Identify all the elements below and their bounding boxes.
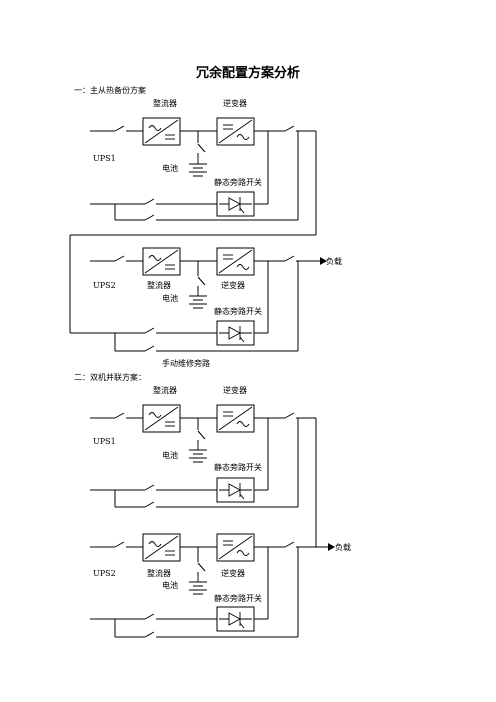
s1-inverter2-label: 逆变器	[221, 281, 245, 290]
s2-battery1-label: 电池	[162, 451, 178, 460]
s2-inverter2-label: 逆变器	[221, 569, 245, 578]
s1-load-arrow	[320, 257, 327, 265]
s1-bypass2-label: 静态旁路开关	[214, 307, 262, 316]
s1-load-label: 负载	[326, 257, 342, 266]
s2-inverter-label: 逆变器	[223, 386, 247, 395]
s2-inverter2	[216, 533, 255, 562]
s2-ups2-label: UPS2	[93, 569, 116, 578]
s1-ups1-unit	[69, 125, 317, 334]
s2-rectifier1	[142, 404, 181, 433]
s1-ups1-label: UPS1	[93, 154, 116, 163]
s2-ups1-label: UPS1	[93, 437, 116, 446]
s1-rectifier1	[142, 117, 181, 146]
s2-rectifier2	[142, 533, 181, 562]
s1-rectifier2-label: 整流器	[147, 281, 171, 290]
s2-bypass2-label: 静态旁路开关	[214, 594, 262, 603]
s1-battery2	[188, 289, 208, 309]
s1-static-switch2	[216, 320, 255, 346]
s2-battery2-label: 电池	[162, 581, 178, 590]
s2-ups1-unit	[90, 412, 317, 547]
s2-inverter1	[216, 404, 255, 433]
s2-static-switch2	[216, 606, 255, 632]
s2-bypass1-label: 静态旁路开关	[214, 463, 262, 472]
s1-bypass1-label: 静态旁路开关	[214, 178, 262, 187]
s1-rectifier-label: 整流器	[153, 99, 177, 108]
s1-rectifier2	[142, 247, 181, 276]
s2-load-label: 负载	[335, 543, 351, 552]
s1-inverter2	[216, 247, 255, 276]
s1-manual-bypass-label: 手动维修旁路	[162, 359, 210, 368]
page-title: 冗余配置方案分析	[195, 66, 300, 81]
s1-battery2-label: 电池	[162, 294, 178, 303]
s1-static-switch1	[216, 191, 255, 217]
s2-battery2	[188, 575, 208, 595]
s2-ups2-unit	[90, 541, 328, 638]
section2-heading: 二：双机并联方案：	[74, 373, 146, 382]
s1-inverter-label: 逆变器	[223, 99, 247, 108]
s2-load-arrow	[328, 543, 335, 551]
section1-heading: 一：主从热备份方案	[74, 86, 146, 95]
s1-battery1	[188, 157, 208, 177]
s2-rectifier-label: 整流器	[153, 386, 177, 395]
s2-battery1	[188, 443, 208, 463]
s2-rectifier2-label: 整流器	[147, 569, 171, 578]
s1-battery1-label: 电池	[162, 164, 178, 173]
s1-ups2-label: UPS2	[93, 281, 116, 290]
s1-inverter1	[216, 117, 255, 146]
s2-static-switch1	[216, 477, 255, 503]
s1-ups2-unit	[90, 255, 320, 352]
